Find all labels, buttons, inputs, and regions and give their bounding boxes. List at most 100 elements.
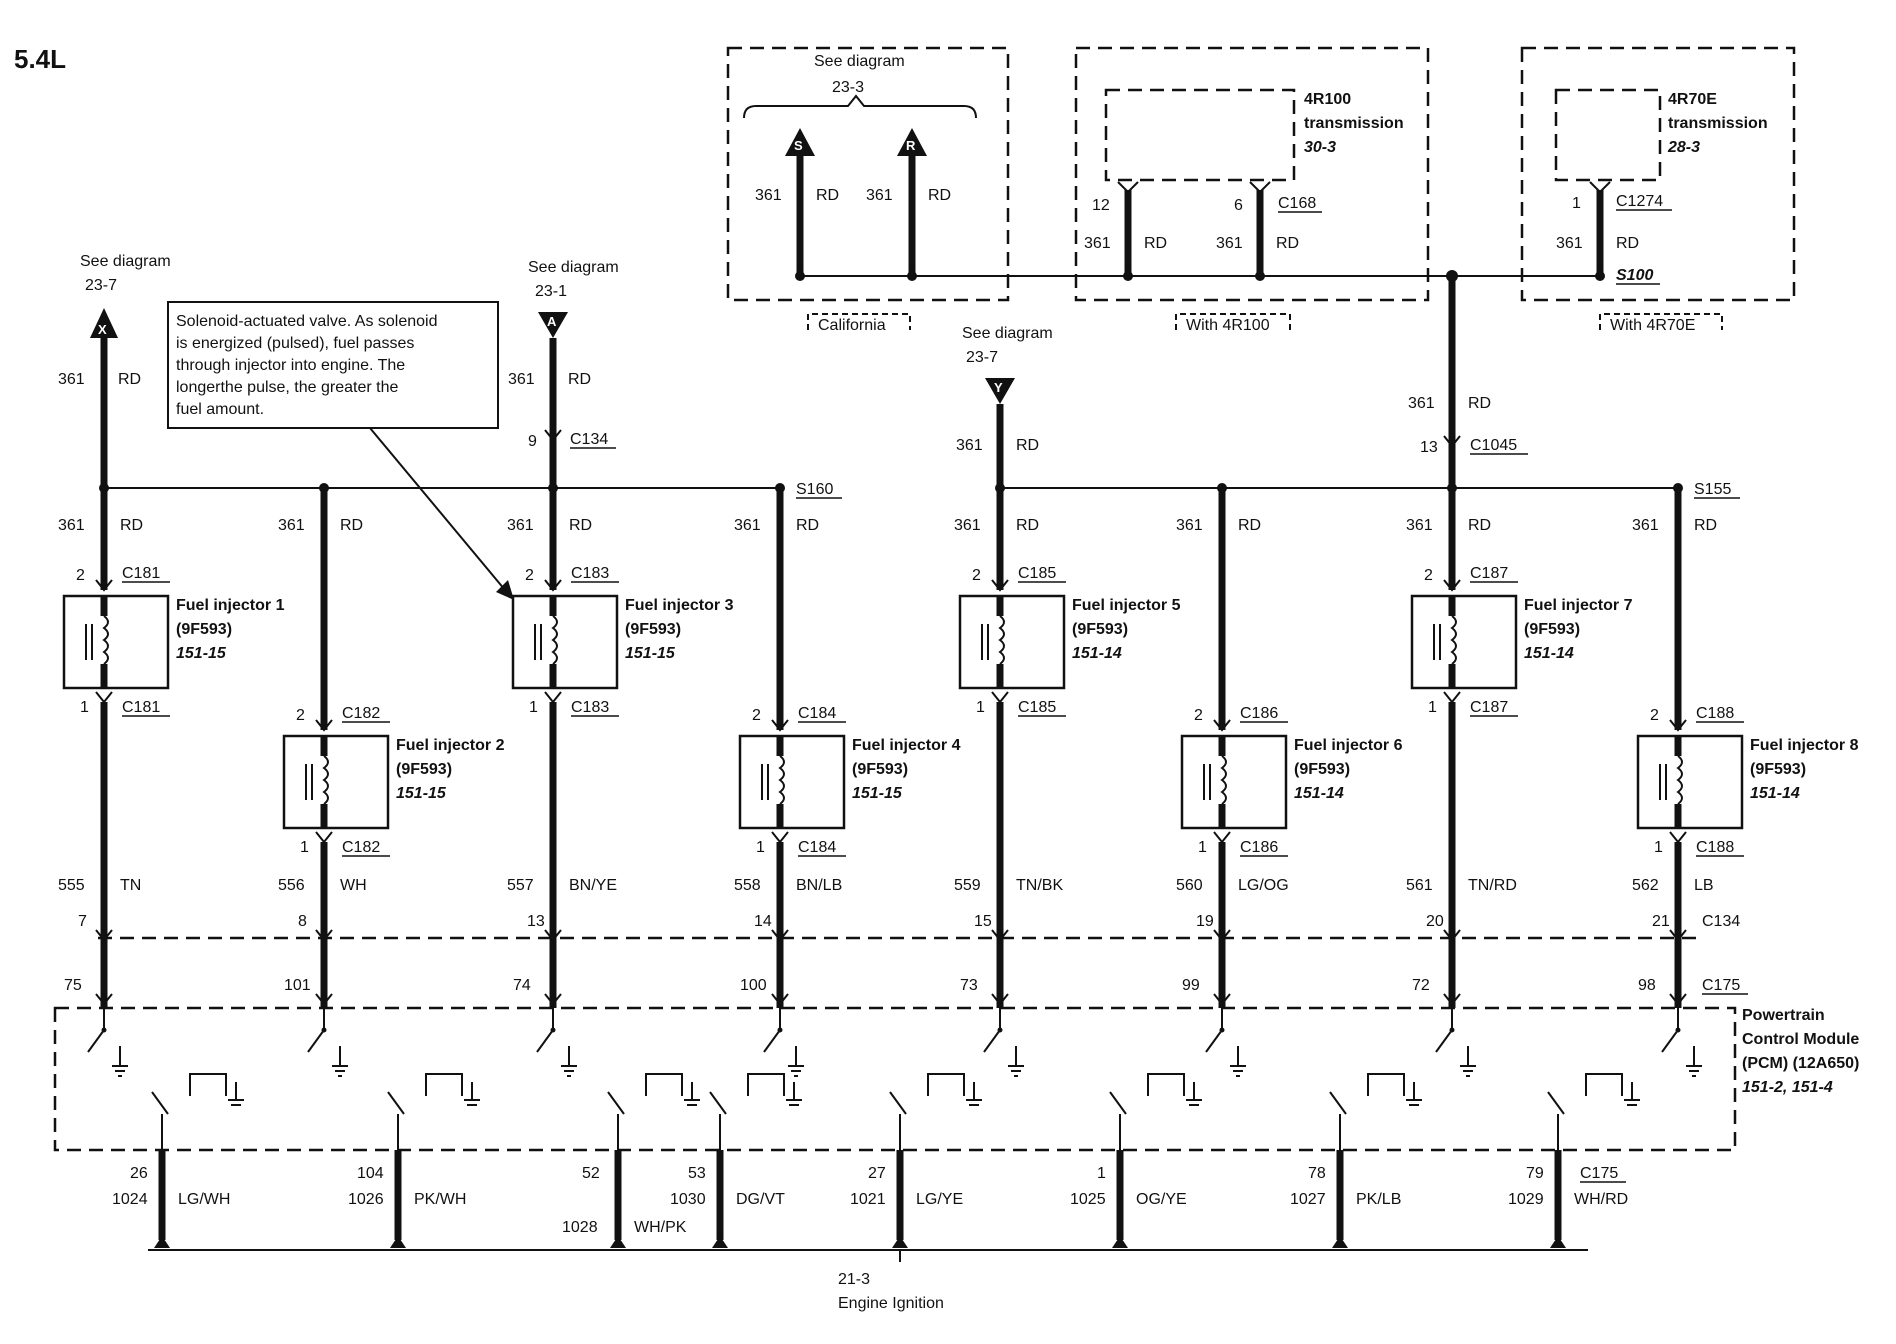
ignition-circuit-number-1021: 1021 xyxy=(850,1191,886,1208)
injector-5-bottom-pin: 1 xyxy=(976,699,985,716)
ref-x-num: 23-7 xyxy=(85,277,117,294)
ref-y-circuit: 361 xyxy=(956,437,983,454)
ignition-circuit-number-1029: 1029 xyxy=(1508,1191,1544,1208)
bottom-ref-num: 21-3 xyxy=(838,1271,870,1288)
injector-1-circuit: 555 xyxy=(58,877,85,894)
injector-3-conn-bottom: C183 xyxy=(571,699,609,716)
ignition-pin-53: 53 xyxy=(688,1165,706,1182)
injector-4-name: Fuel injector 4 xyxy=(852,737,961,754)
ignition-circuit-1030: 53 1030 DG/VT xyxy=(670,1073,802,1248)
trans-4r100-label: With 4R100 xyxy=(1186,317,1270,334)
injector-8-c134-pin: 21 xyxy=(1652,913,1670,930)
injector-8-part: (9F593) xyxy=(1750,761,1806,778)
trans-4r100-name2: transmission xyxy=(1304,115,1404,132)
trans-4r70e-pin: 1 xyxy=(1572,195,1581,212)
ignition-circuit-number-1027: 1027 xyxy=(1290,1191,1326,1208)
ignition-pin-52: 52 xyxy=(582,1165,600,1182)
ref-y: See diagram 23-7 Y 361 RD xyxy=(956,325,1053,488)
ignition-color-0: LG/WH xyxy=(178,1191,230,1208)
injector-3-bottom-pin: 1 xyxy=(529,699,538,716)
injector-3-top-pin: 2 xyxy=(525,567,534,584)
california-s-circuit: 361 xyxy=(755,187,782,204)
pcm-driver-switch-2 xyxy=(307,1008,348,1077)
c175-label: C175 xyxy=(1702,977,1740,994)
ref-y-letter: Y xyxy=(994,380,1003,395)
injector-6-part: (9F593) xyxy=(1294,761,1350,778)
ref-a-color: RD xyxy=(568,371,591,388)
injector-1-conn-top: C181 xyxy=(122,565,160,582)
ref-x-circuit: 361 xyxy=(58,371,85,388)
ignition-circuit-number-1030: 1030 xyxy=(670,1191,706,1208)
injector-2-color: WH xyxy=(340,877,367,894)
ref-y-num: 23-7 xyxy=(966,349,998,366)
injector-2-part: (9F593) xyxy=(396,761,452,778)
injector-1-feed-circuit: 361 xyxy=(58,517,85,534)
trans-4r70e-color: RD xyxy=(1616,235,1639,252)
callout-arrowhead xyxy=(496,580,514,600)
callout-line-5: fuel amount. xyxy=(176,401,264,418)
injector-3-c134-pin: 13 xyxy=(527,913,545,930)
injector-3-color: BN/YE xyxy=(569,877,617,894)
ignition-pin-26: 26 xyxy=(130,1165,148,1182)
trans-4r70e-name2: transmission xyxy=(1668,115,1768,132)
injector-4-color: BN/LB xyxy=(796,877,842,894)
injector-5-conn-bottom: C185 xyxy=(1018,699,1056,716)
splice-s100: S100 xyxy=(1616,267,1653,284)
injector-7-ref: 151-14 xyxy=(1524,645,1574,662)
injector-5-top-pin: 2 xyxy=(972,567,981,584)
injector-7-feed-circuit: 361 xyxy=(1406,517,1433,534)
injector-7-feed-color: RD xyxy=(1468,517,1491,534)
pcm-box xyxy=(53,1006,1737,1152)
injector-7-color: TN/RD xyxy=(1468,877,1517,894)
injector-8-c175-pin: 98 xyxy=(1638,977,1656,994)
ref-a-see: See diagram xyxy=(528,259,619,276)
california-block: See diagram 23-3 S 361 RD R 361 RD Calif… xyxy=(726,46,1010,334)
injector-4-top-pin: 2 xyxy=(752,707,761,724)
pcm-driver-switch-1 xyxy=(87,1008,128,1077)
injector-3-feed-circuit: 361 xyxy=(507,517,534,534)
injector-5-name: Fuel injector 5 xyxy=(1072,597,1181,614)
ignition-color-5: OG/YE xyxy=(1136,1191,1187,1208)
injector-3-conn-top: C183 xyxy=(571,565,609,582)
ignition-circuit-number-1026: 1026 xyxy=(348,1191,384,1208)
injector-8-top-pin: 2 xyxy=(1650,707,1659,724)
injector-4-ref: 151-15 xyxy=(852,785,903,802)
injector-1-c175-pin: 75 xyxy=(64,977,82,994)
injector-1-name: Fuel injector 1 xyxy=(176,597,285,614)
pcm-ref: 151-2, 151-4 xyxy=(1742,1079,1833,1096)
callout-line-3: through injector into engine. The xyxy=(176,357,405,374)
ref-x-see: See diagram xyxy=(80,253,171,270)
transmission-4r100-block: 4R100 transmission 30-3 12 361 RD 6 C168… xyxy=(1074,46,1430,334)
callout-line-2: is energized (pulsed), fuel passes xyxy=(176,335,414,352)
california-r-letter: R xyxy=(906,138,916,153)
injector-7-bottom-pin: 1 xyxy=(1428,699,1437,716)
ref-x-letter: X xyxy=(98,322,107,337)
injector-4-bottom-pin: 1 xyxy=(756,839,765,856)
trans-4r100-conn: C168 xyxy=(1278,195,1316,212)
injector-2-name: Fuel injector 2 xyxy=(396,737,505,754)
ignition-color-3: DG/VT xyxy=(736,1191,785,1208)
trans-4r100-color-a: RD xyxy=(1144,235,1167,252)
california-s-letter: S xyxy=(794,138,803,153)
ref-x-color: RD xyxy=(118,371,141,388)
injector-8-feed-color: RD xyxy=(1694,517,1717,534)
ignition-circuit-number-1028: 1028 xyxy=(562,1219,598,1236)
ref-a-num: 23-1 xyxy=(535,283,567,300)
injector-8-color: LB xyxy=(1694,877,1714,894)
injector-6-bottom-pin: 1 xyxy=(1198,839,1207,856)
california-see: See diagram xyxy=(814,53,905,70)
injector-5-c134-pin: 15 xyxy=(974,913,992,930)
injector-2-feed-color: RD xyxy=(340,517,363,534)
injector-7-circuit: 561 xyxy=(1406,877,1433,894)
ignition-pin-79: 79 xyxy=(1526,1165,1544,1182)
trans-4r70e-ref: 28-3 xyxy=(1667,139,1700,156)
injector-4-part: (9F593) xyxy=(852,761,908,778)
pcm-driver-switch-8 xyxy=(1661,1008,1702,1077)
injector-2-circuit: 556 xyxy=(278,877,305,894)
injector-1-ref: 151-15 xyxy=(176,645,227,662)
injector-8-feed-circuit: 361 xyxy=(1632,517,1659,534)
